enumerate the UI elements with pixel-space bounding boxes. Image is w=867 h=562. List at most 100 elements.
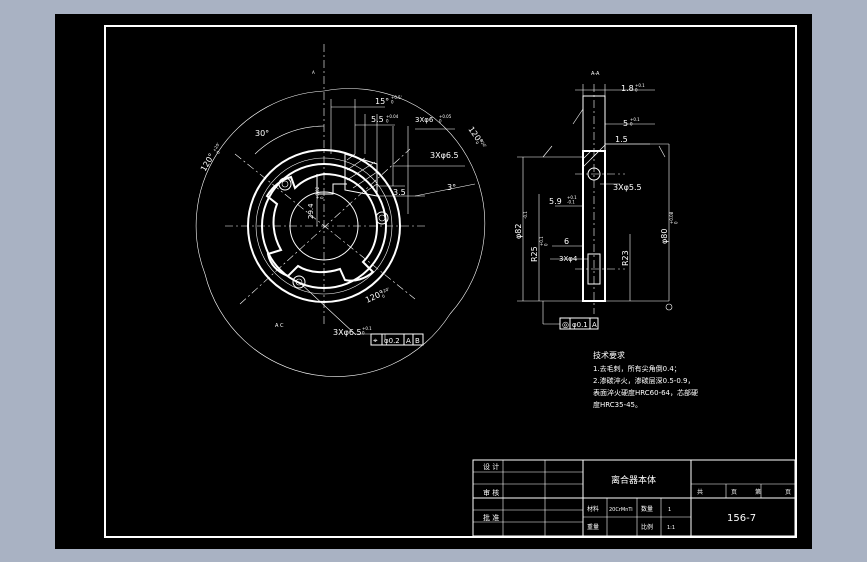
tb-scale-label: 比例 — [641, 523, 653, 531]
tb-sheet-unit: 页 — [731, 489, 737, 496]
tech-note-line: 表面淬火硬度HRC60-64，芯部硬 — [593, 388, 698, 397]
datum-circle — [665, 303, 673, 311]
hatch-line — [346, 153, 356, 161]
ring-inner-circle — [261, 163, 387, 289]
angle-15-tol: +0.5'0 — [391, 95, 402, 104]
tech-notes-heading: 技术要求 — [593, 350, 625, 360]
tb-quantity-value: 1 — [668, 507, 671, 513]
side-holes-5-5: 3Xφ5.5 — [613, 183, 642, 192]
datum-a: A — [406, 337, 411, 345]
side-d-1-5: 1.5 — [615, 135, 628, 144]
datum-leader-top — [572, 108, 584, 125]
tb-sheet-unit2: 页 — [785, 489, 791, 496]
technical-notes: 技术要求 1.去毛刺，所有尖角倒0.4； 2.渗碳淬火，渗碳层深0.5-0.9，… — [593, 350, 698, 409]
hatch-line — [364, 183, 378, 193]
side-d-1-8: 1.8 — [621, 84, 634, 93]
holes-6-label: 3Xφ6 — [415, 116, 434, 124]
side-d-5-9: 5.9 — [549, 197, 562, 206]
drawing-number: 156-7 — [727, 513, 756, 524]
side-r-23: R23 — [621, 250, 630, 266]
angle-arc-bottom — [204, 273, 451, 377]
diagonal-center-line-2 — [239, 148, 411, 305]
angle-120-bottom-tol: +20'0 — [379, 286, 392, 299]
hatch-line — [582, 150, 592, 160]
side-phi-82-tol: -0.1 — [523, 211, 528, 219]
angle-120-left-label: 120° — [199, 152, 216, 173]
side-view: A-A 1.8 +0 — [514, 71, 678, 330]
angle-30-label: 30° — [255, 129, 269, 138]
position-value: φ0.2 — [384, 337, 400, 345]
side-phi-80-tol: +0.080 — [669, 211, 678, 224]
side-slot — [587, 253, 601, 285]
angle-arc-30 — [254, 125, 325, 155]
tb-quantity-label: 数量 — [641, 505, 653, 513]
side-hole-top — [587, 167, 601, 181]
tb-sheet-total: 共 — [697, 488, 703, 496]
outer-circle — [247, 149, 401, 303]
tech-note-line: 度HRC35-45。 — [593, 400, 642, 409]
section-label: A-A — [591, 71, 600, 77]
datum-b: B — [415, 337, 420, 345]
side-phi-80: φ80 — [660, 229, 669, 244]
tb-material-label: 材料 — [587, 505, 599, 513]
dim-29-tol: +0.020 — [315, 186, 324, 199]
side-d-6: 6 — [564, 237, 569, 246]
coax-datum: A — [592, 321, 597, 329]
datum-leader-left — [542, 145, 553, 158]
main-view-marker: A — [312, 70, 315, 75]
bolt-hole-1 — [278, 177, 292, 191]
position-symbol: ⌖ — [373, 336, 378, 345]
hatch-line — [590, 144, 606, 160]
coax-symbol: ◎ — [562, 320, 569, 329]
side-holes-4: 3Xφ4 — [559, 255, 578, 263]
side-r-25: R25 — [530, 246, 539, 262]
datum-leader-right — [658, 145, 666, 158]
inner-hub-circle — [289, 191, 359, 261]
holes-6-5-top-label: 3Xφ6.5 — [430, 151, 459, 160]
angle-arc-right — [323, 88, 486, 315]
side-d-5: 5 — [623, 119, 628, 128]
coax-value: φ0.1 — [572, 321, 588, 329]
coaxiality-frame: ◎ φ0.1 A — [559, 317, 599, 330]
holes-6-5-bottom-label: 3Xφ6.5 — [333, 328, 362, 337]
bolt-hole-1-inner — [281, 180, 289, 188]
hatch-line — [346, 157, 366, 171]
bolt-hole-3-inner — [295, 278, 303, 286]
coax-frame-box — [559, 317, 599, 330]
tb-sheet-no: 第 — [755, 488, 761, 496]
tb-material-value: 20CrMnTi — [609, 507, 633, 513]
dim-29-label: 29.4 — [307, 203, 315, 219]
tb-weight-label: 重量 — [587, 523, 599, 531]
corner-label: A C — [275, 323, 284, 329]
bolt-hole-2 — [375, 211, 389, 225]
position-tolerance-frame: ⌖ φ0.2 A B — [370, 333, 424, 346]
leader-bottom-holes — [298, 281, 356, 335]
angle-arc-left — [195, 90, 325, 275]
angle-3-label: 3° — [447, 183, 456, 192]
title-block: 设 计 审 核 批 准 离合器本体 材料 20CrMnTi 数量 1 重量 比例… — [472, 459, 796, 537]
dim-line-3deg — [414, 183, 476, 197]
inner-slot-outline — [265, 172, 379, 282]
side-r-25-tol: +0.10 — [539, 236, 548, 246]
part-name: 离合器本体 — [611, 474, 656, 486]
hatch-line — [346, 161, 376, 181]
tb-scale-value: 1:1 — [667, 525, 675, 531]
angle-120-right-tol: +20'0 — [475, 138, 488, 151]
tb-design-label: 设 计 — [483, 462, 499, 471]
tb-check-label: 审 核 — [483, 488, 499, 497]
bolt-circle — [255, 157, 393, 295]
position-frame-box — [370, 333, 424, 346]
side-d-5-9-tol: +0.1-0.1 — [567, 195, 577, 204]
tb-approve-label: 批 准 — [483, 513, 499, 522]
side-phi-82: φ82 — [514, 224, 523, 239]
bolt-hole-2-inner — [378, 214, 386, 222]
drawing-border — [104, 25, 797, 538]
hatch-line — [352, 171, 378, 189]
